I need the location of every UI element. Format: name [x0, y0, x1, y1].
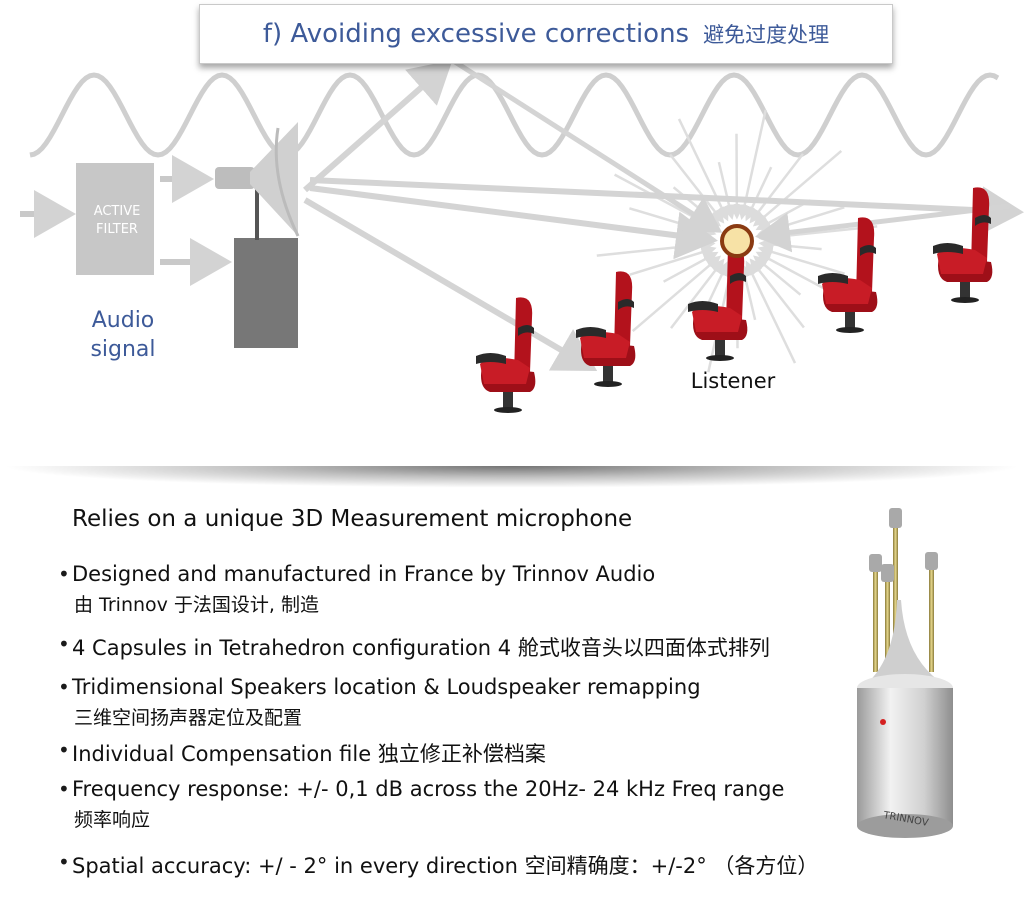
- reflection-ray: [749, 258, 805, 329]
- bullet: •: [58, 632, 70, 656]
- bullet: •: [58, 777, 70, 801]
- reflection-ray: [758, 237, 822, 253]
- title-banner: f) Avoiding excessive corrections 避免过度处理: [199, 4, 893, 64]
- title-english: f) Avoiding excessive corrections: [262, 19, 690, 49]
- bullet: •: [58, 738, 70, 762]
- feature-text: Designed and manufactured in France by T…: [72, 562, 656, 586]
- feature-text: Individual Compensation file 独立修正补偿档案: [72, 742, 546, 766]
- diagram: ACTIVE FILTER Audio signal: [20, 4, 1024, 413]
- section-heading: Relies on a unique 3D Measurement microp…: [72, 506, 633, 532]
- sound-wave: [29, 72, 1000, 158]
- active-filter-label-1: ACTIVE: [94, 204, 141, 219]
- feature-text: Spatial accuracy: +/ - 2° in every direc…: [72, 854, 819, 878]
- title-chinese: 避免过度处理: [703, 23, 830, 47]
- speaker-projection-arrows: [303, 57, 1024, 372]
- feature-text: 4 Capsules in Tetrahedron configuration …: [72, 636, 770, 660]
- bullet: •: [58, 850, 70, 874]
- cinema-seat: [818, 217, 878, 333]
- cinema-seat: [933, 187, 993, 303]
- feature-text: Frequency response: +/- 0,1 dB across th…: [72, 777, 785, 801]
- bullet: •: [58, 675, 70, 699]
- reflection-ray: [745, 260, 797, 364]
- reflection-ray: [670, 258, 725, 329]
- cinema-seat: [576, 271, 636, 387]
- active-filter-box: ACTIVE FILTER: [76, 163, 154, 275]
- active-filter-label-2: FILTER: [96, 222, 138, 237]
- reflection-ray: [752, 149, 843, 227]
- feature-text: Tridimensional Speakers location & Louds…: [72, 675, 701, 699]
- measurement-microphone: TRINNOV: [845, 500, 965, 845]
- feature-text-zh: 三维空间扬声器定位及配置: [74, 707, 303, 729]
- diagram-svg: ACTIVE FILTER Audio signal: [20, 57, 1024, 413]
- reflection-ray: [749, 153, 804, 224]
- reflection-ray: [757, 244, 845, 275]
- feature-text-zh: 由 Trinnov 于法国设计, 制造: [74, 594, 320, 616]
- bullet: •: [58, 562, 70, 586]
- reflection-ray: [717, 161, 737, 220]
- listener-circle: [720, 224, 754, 258]
- audio-signal-label-2: signal: [90, 337, 155, 362]
- horn-speaker: [215, 122, 300, 348]
- reflection-ray: [631, 255, 722, 333]
- section-divider: [0, 466, 1024, 488]
- reflection-ray: [737, 262, 757, 321]
- listener-label: Listener: [691, 369, 776, 393]
- reflection-ray: [669, 153, 725, 224]
- audio-signal-label-1: Audio: [92, 308, 155, 333]
- feature-text-zh: 频率响应: [74, 809, 151, 831]
